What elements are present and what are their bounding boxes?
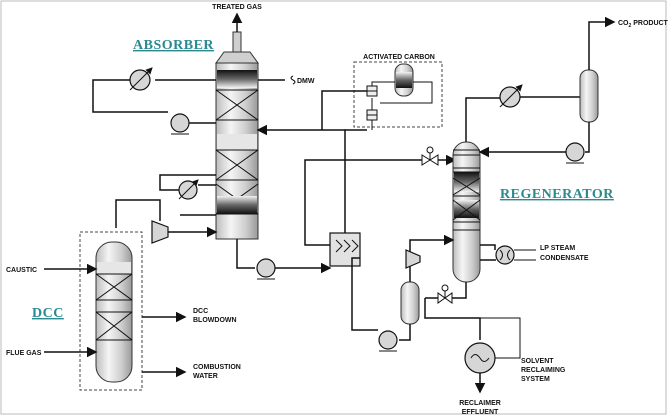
condensate-label: CONDENSATE xyxy=(540,255,589,262)
reflux-drum xyxy=(579,69,599,123)
reclaimer-effluent-label-2: EFFLUENT xyxy=(462,409,499,416)
co2-product-line xyxy=(588,16,616,70)
reclaimer-effluent-label-1: RECLAIMER xyxy=(459,400,501,407)
solvent-reclaiming-label-3: SYSTEM xyxy=(521,376,550,383)
reclaimer-feed-line xyxy=(424,298,481,340)
solvent-reclaiming-label-1: SOLVENT xyxy=(521,358,554,365)
activated-carbon-label: ACTIVATED CARBON xyxy=(363,54,435,61)
dcc-blowdown-label-1: DCC xyxy=(193,308,208,315)
dcc-to-blower-line xyxy=(115,199,161,228)
reclaimer-feed-valve xyxy=(437,284,453,304)
lean-amine-pump xyxy=(378,330,398,350)
lean-amine-flash-drum xyxy=(400,281,420,325)
regenerator-overhead-line xyxy=(465,97,500,142)
absorber-title: ABSORBER xyxy=(133,38,214,53)
filter-upper xyxy=(366,85,378,97)
combustion-water-label-1: COMBUSTION xyxy=(193,364,241,371)
rich-amine-line xyxy=(236,239,255,269)
absorber-recycle-line xyxy=(92,79,168,113)
lean-amine-return-line xyxy=(351,257,378,331)
reboiler xyxy=(495,245,515,265)
dcc-title: DCC xyxy=(32,306,64,321)
regenerator-feed-valve xyxy=(421,146,439,166)
reboiler-inlet-line xyxy=(480,244,496,250)
lp-steam-label: LP STEAM xyxy=(540,245,575,252)
vapor-compressor xyxy=(405,249,421,269)
caustic-label: CAUSTIC xyxy=(6,267,37,274)
carbon-slipstream-line xyxy=(321,90,367,130)
rich-amine-pump xyxy=(256,258,276,278)
solvent-reclaiming-label-2: RECLAIMING xyxy=(521,367,566,374)
co2-product-label: CO2 PRODUCT xyxy=(618,20,669,29)
carbon-outlet-line xyxy=(380,81,433,104)
lean-rich-exchanger xyxy=(329,232,361,267)
filter-lower xyxy=(366,109,378,121)
combustion-water-label-2: WATER xyxy=(193,373,218,380)
flash-vapor-return-line xyxy=(409,234,455,282)
flue-gas-blower xyxy=(151,220,169,244)
absorber-pump-1 xyxy=(170,113,190,133)
activated-carbon-box xyxy=(353,61,443,128)
dmw-symbol xyxy=(290,75,296,85)
carbon-inlet-line xyxy=(371,81,395,86)
rich-amine-to-regenerator-line xyxy=(304,159,422,246)
dcc-box xyxy=(79,231,143,391)
treated-gas-label: TREATED GAS xyxy=(212,4,262,11)
activated-carbon-bed xyxy=(394,63,414,97)
absorber-column xyxy=(215,31,259,240)
dcc-blowdown-label-2: BLOWDOWN xyxy=(193,317,237,324)
regenerator-column xyxy=(452,141,481,283)
regenerator-title: REGENERATOR xyxy=(500,187,614,202)
lean-amine-to-absorber-line xyxy=(344,129,367,233)
regenerator-bottom-line xyxy=(452,282,467,299)
flue-gas-label: FLUE GAS xyxy=(6,350,42,357)
dcc-column xyxy=(95,241,133,383)
dmw-label: DMW xyxy=(297,78,315,85)
reclaimer-return-line xyxy=(480,317,521,359)
reflux-pump xyxy=(565,142,585,162)
